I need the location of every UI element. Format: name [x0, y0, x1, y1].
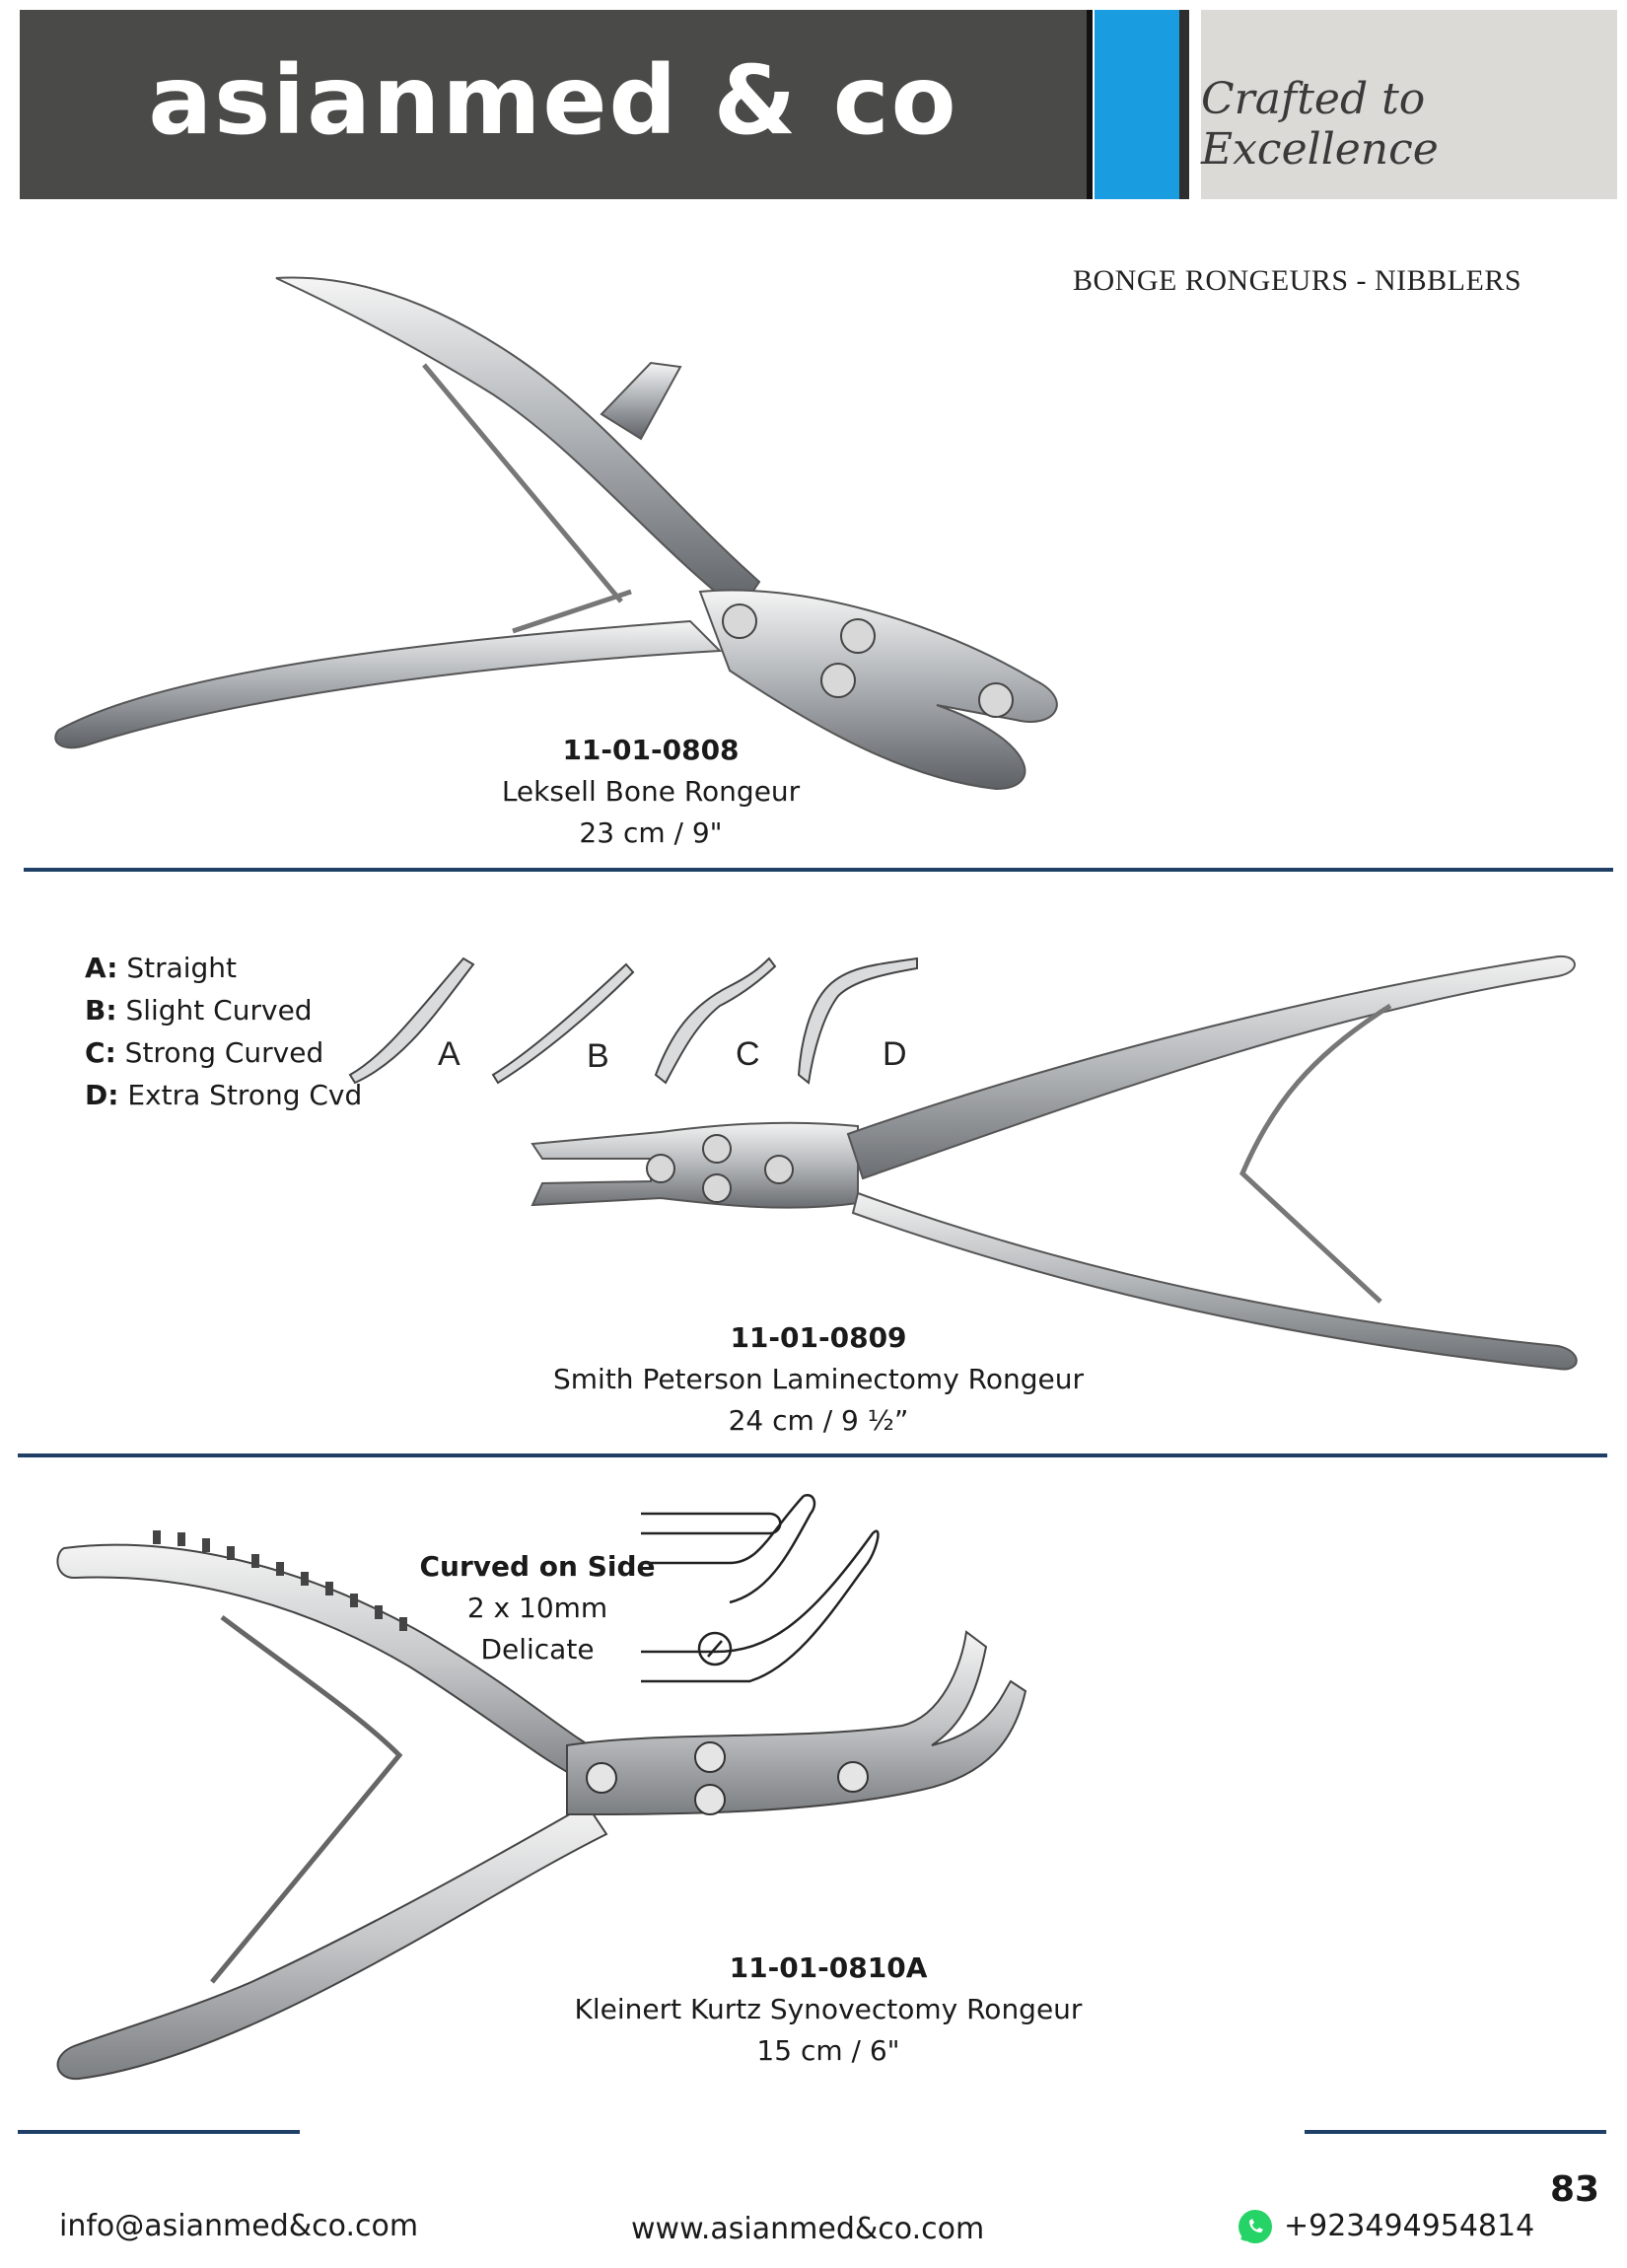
footer-divider-left: [18, 2130, 300, 2134]
header-tagline-panel: Crafted to Excellence: [1201, 10, 1617, 199]
category-title: BONGE RONGEURS - NIBBLERS: [1073, 264, 1522, 297]
product-size: 24 cm / 9 ½”: [728, 1404, 909, 1437]
variant-item: D: Extra Strong Cvd: [85, 1079, 363, 1111]
variant-tips-image: [348, 957, 918, 1085]
product-code: 11-01-0810A: [729, 1951, 928, 1984]
detail-size: 2 x 10mm: [466, 1592, 608, 1624]
product-name: Leksell Bone Rongeur: [501, 775, 801, 808]
kleinert-kurtz-rongeur-image: [56, 1530, 1027, 2081]
variant-item: B: Slight Curved: [85, 994, 313, 1027]
footer-phone[interactable]: +923494954814: [1284, 2209, 1535, 2243]
header-divider: [1179, 10, 1189, 199]
product-size: 15 cm / 6": [756, 2034, 900, 2067]
variant-letter-label: D: [883, 1035, 907, 1073]
detail-note: Delicate: [480, 1633, 595, 1666]
tip-detail-drawing: [641, 1493, 880, 1683]
footer-website[interactable]: www.asianmed&co.com: [631, 2212, 985, 2246]
variant-letter-label: C: [736, 1035, 760, 1073]
page-number: 83: [1550, 2169, 1600, 2210]
variant-letter-label: B: [587, 1037, 609, 1075]
product-name: Smith Peterson Laminectomy Rongeur: [552, 1363, 1084, 1395]
footer-divider-right: [1305, 2130, 1606, 2134]
section-divider: [24, 868, 1613, 872]
product-caption: 11-01-0809 Smith Peterson Laminectomy Ro…: [513, 1317, 1124, 1442]
footer-email[interactable]: info@asianmed&co.com: [59, 2209, 419, 2243]
whatsapp-icon: [1238, 2210, 1272, 2243]
header-divider: [1087, 10, 1093, 199]
section-divider: [18, 1453, 1607, 1457]
tip-detail-text: Curved on Side 2 x 10mm Delicate: [414, 1546, 661, 1670]
variant-list: A: Straight B: Slight Curved C: Strong C…: [85, 947, 362, 1116]
header-accent-bar: [1095, 10, 1179, 199]
variant-letter-label: A: [438, 1035, 460, 1073]
header-brand-bar: asianmed & co: [20, 10, 1087, 199]
product-caption: 11-01-0808 Leksell Bone Rongeur 23 cm / …: [454, 730, 848, 854]
product-size: 23 cm / 9": [579, 816, 723, 849]
variant-item: C: Strong Curved: [85, 1036, 324, 1069]
product-name: Kleinert Kurtz Synovectomy Rongeur: [574, 1993, 1083, 2025]
smith-peterson-rongeur-image: [531, 955, 1578, 1371]
product-code: 11-01-0809: [730, 1321, 907, 1354]
detail-title: Curved on Side: [419, 1550, 656, 1583]
product-caption: 11-01-0810A Kleinert Kurtz Synovectomy R…: [513, 1948, 1144, 2072]
tagline: Crafted to Excellence: [1201, 74, 1439, 175]
product-code: 11-01-0808: [562, 734, 740, 766]
brand-logo: asianmed & co: [148, 45, 958, 156]
leksell-rongeur-image: [54, 276, 1058, 791]
variant-item: A: Straight: [85, 952, 238, 984]
